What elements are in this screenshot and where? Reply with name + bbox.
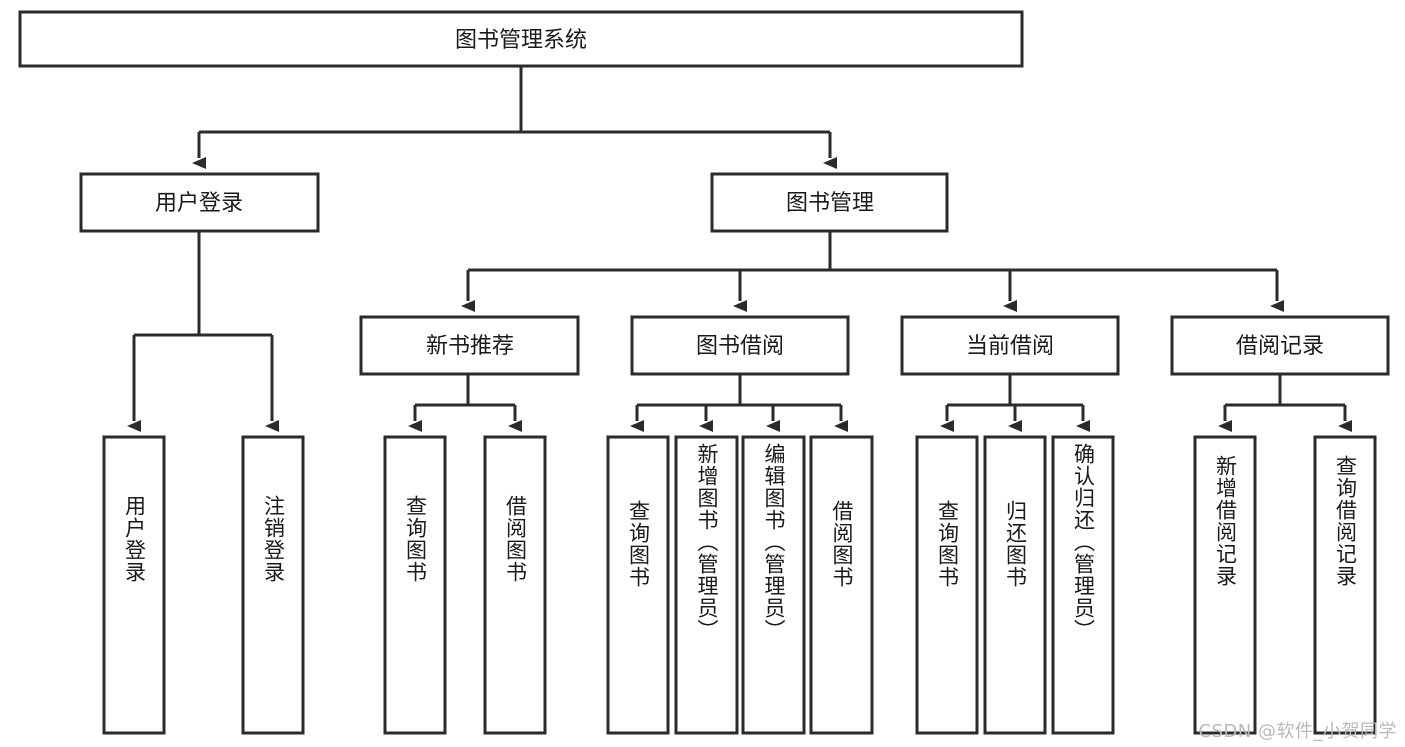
leaf-rect-query-borrow-record[interactable] [1313, 435, 1377, 735]
node-root[interactable]: 图书管理系统 [18, 10, 1024, 68]
node-borrow-records[interactable]: 借阅记录 [1170, 315, 1390, 376]
node-user-login-label: 用户登录 [155, 191, 243, 216]
node-user-login[interactable]: 用户登录 [79, 172, 320, 233]
node-new-book-recommend-rect [359, 315, 580, 376]
node-borrow-records-rect [1170, 315, 1390, 376]
leaf-rect-query-books-current[interactable] [915, 435, 979, 735]
node-book-management-label: 图书管理 [786, 191, 874, 216]
leaf-rect-edit-book-admin[interactable] [741, 435, 806, 735]
node-borrow-records-label: 借阅记录 [1236, 334, 1324, 359]
node-book-borrow-rect [630, 315, 850, 376]
node-book-management[interactable]: 图书管理 [710, 172, 949, 233]
node-current-borrow[interactable]: 当前借阅 [900, 315, 1120, 376]
node-root-rect [18, 10, 1024, 68]
node-current-borrow-rect [900, 315, 1120, 376]
node-user-login-rect [79, 172, 320, 233]
leaf-node-group [102, 435, 1377, 735]
leaf-rect-confirm-return-admin[interactable] [1051, 435, 1115, 735]
node-book-management-rect [710, 172, 949, 233]
leaf-rect-add-borrow-record[interactable] [1193, 435, 1257, 735]
leaf-rect-query-books-new[interactable] [383, 435, 447, 735]
node-book-borrow-label: 图书借阅 [696, 334, 784, 359]
leaf-rect-logout[interactable] [241, 435, 305, 735]
connector-group [127, 66, 1352, 432]
leaf-rect-return-book[interactable] [983, 435, 1047, 735]
node-book-borrow[interactable]: 图书借阅 [630, 315, 850, 376]
leaf-rect-borrow-book[interactable] [809, 435, 874, 735]
node-root-label: 图书管理系统 [455, 28, 587, 53]
node-new-book-recommend-label: 新书推荐 [426, 334, 514, 359]
node-new-book-recommend[interactable]: 新书推荐 [359, 315, 580, 376]
leaf-rect-add-book-admin[interactable] [674, 435, 739, 735]
watermark-text: CSDN @软件_小贺同学 [1198, 721, 1397, 742]
leaf-rect-borrow-books-new[interactable] [483, 435, 547, 735]
node-current-borrow-label: 当前借阅 [966, 334, 1054, 359]
leaf-rect-user-login[interactable] [102, 435, 166, 735]
leaf-rect-query-books-borrow[interactable] [606, 435, 670, 735]
